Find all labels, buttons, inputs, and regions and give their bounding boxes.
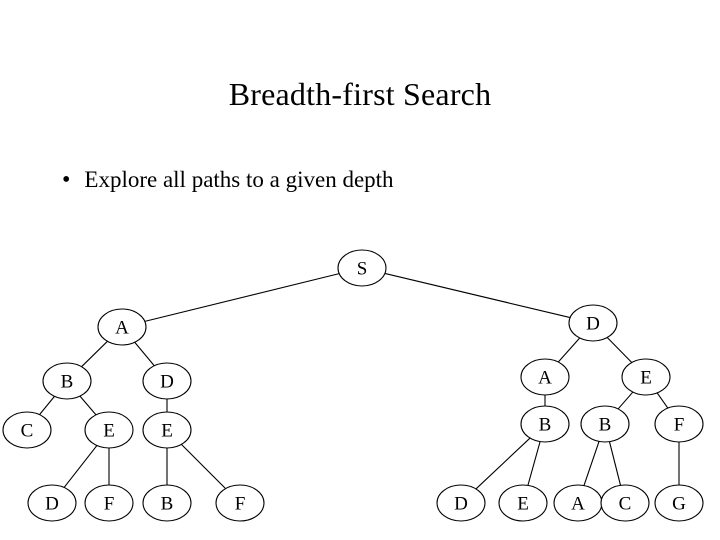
tree-node[interactable]: B xyxy=(42,362,92,400)
tree-node-label: A xyxy=(538,368,552,389)
tree-node-circle xyxy=(654,484,704,522)
tree-node-circle xyxy=(600,484,650,522)
tree-node-label: A xyxy=(115,318,129,339)
tree-node[interactable]: E xyxy=(621,358,671,396)
tree-edge xyxy=(583,441,600,486)
tree-node-circle xyxy=(84,484,134,522)
tree-edge xyxy=(606,337,633,363)
tree-node[interactable]: A xyxy=(520,358,570,396)
tree-edge xyxy=(557,337,581,363)
tree-node-circle xyxy=(142,484,192,522)
tree-node-label: S xyxy=(357,259,368,280)
tree-edge-layer xyxy=(39,272,680,490)
tree-node[interactable]: F xyxy=(654,405,704,443)
tree-edge xyxy=(144,273,340,322)
tree-node-circle xyxy=(498,484,548,522)
tree-node-label: B xyxy=(61,372,74,393)
tree-node-label: E xyxy=(103,421,115,442)
tree-node-label: C xyxy=(21,421,34,442)
tree-node-label: D xyxy=(586,314,600,335)
tree-node-label: E xyxy=(640,368,652,389)
tree-node[interactable]: B xyxy=(580,405,630,443)
tree-node-label: B xyxy=(539,415,552,436)
tree-node-label: D xyxy=(45,494,59,515)
tree-node-label: E xyxy=(161,421,173,442)
tree-node-layer: S A D B D A E C E E B B F D F B F D E A C G xyxy=(2,249,704,522)
tree-node-circle xyxy=(84,411,134,449)
tree-node[interactable]: C xyxy=(2,411,52,449)
tree-node-circle xyxy=(27,484,77,522)
tree-node-label: F xyxy=(235,494,246,515)
tree-node[interactable]: S xyxy=(337,249,387,287)
tree-node-label: B xyxy=(161,494,174,515)
tree-node-circle xyxy=(436,484,486,522)
tree-node-circle xyxy=(568,304,618,342)
page-title: Breadth-first Search xyxy=(228,76,492,112)
tree-edge xyxy=(384,272,571,319)
tree-edge xyxy=(608,441,622,486)
tree-edge xyxy=(475,437,531,490)
tree-node-circle xyxy=(621,358,671,396)
tree-node[interactable]: D xyxy=(436,484,486,522)
tree-node[interactable]: E xyxy=(498,484,548,522)
tree-edge xyxy=(527,441,541,486)
bullet-list-item: • Explore all paths to a given depth xyxy=(62,165,662,195)
tree-node-label: E xyxy=(517,494,529,515)
tree-edge xyxy=(181,444,226,489)
tree-edge xyxy=(79,395,97,416)
tree-edge xyxy=(656,392,669,409)
tree-edge xyxy=(39,396,55,415)
tree-node-circle xyxy=(2,411,52,449)
bullet-point-icon: • xyxy=(62,167,71,193)
tree-node-circle xyxy=(337,249,387,287)
tree-node[interactable]: E xyxy=(84,411,134,449)
tree-node-label: G xyxy=(672,494,686,515)
tree-node[interactable]: B xyxy=(520,405,570,443)
tree-edge xyxy=(63,445,98,488)
tree-node-label: D xyxy=(454,494,468,515)
bullet-item-label: Explore all paths to a given depth xyxy=(84,167,394,192)
tree-node-label: D xyxy=(160,372,174,393)
tree-node-circle xyxy=(142,362,192,400)
tree-node[interactable]: C xyxy=(600,484,650,522)
tree-node[interactable]: F xyxy=(84,484,134,522)
tree-node-circle xyxy=(215,484,265,522)
tree-node-label: F xyxy=(674,415,685,436)
tree-node[interactable]: G xyxy=(654,484,704,522)
tree-node[interactable]: A xyxy=(97,308,147,346)
tree-node-circle xyxy=(520,405,570,443)
tree-node-label: B xyxy=(599,415,612,436)
tree-node[interactable]: D xyxy=(27,484,77,522)
tree-node[interactable]: A xyxy=(553,484,603,522)
tree-node[interactable]: F xyxy=(215,484,265,522)
tree-node-label: A xyxy=(571,494,585,515)
tree-node[interactable]: E xyxy=(142,411,192,449)
tree-node-circle xyxy=(520,358,570,396)
tree-edge xyxy=(81,340,108,368)
tree-node-label: F xyxy=(104,494,115,515)
tree-edge xyxy=(134,341,155,367)
tree-node-circle xyxy=(142,411,192,449)
tree-node[interactable]: D xyxy=(142,362,192,400)
tree-node-circle xyxy=(580,405,630,443)
tree-node-circle xyxy=(654,405,704,443)
tree-node-circle xyxy=(42,362,92,400)
tree-node-label: C xyxy=(619,494,632,515)
tree-node-circle xyxy=(97,308,147,346)
tree-node[interactable]: B xyxy=(142,484,192,522)
tree-node[interactable]: D xyxy=(568,304,618,342)
tree-edge xyxy=(617,391,634,410)
